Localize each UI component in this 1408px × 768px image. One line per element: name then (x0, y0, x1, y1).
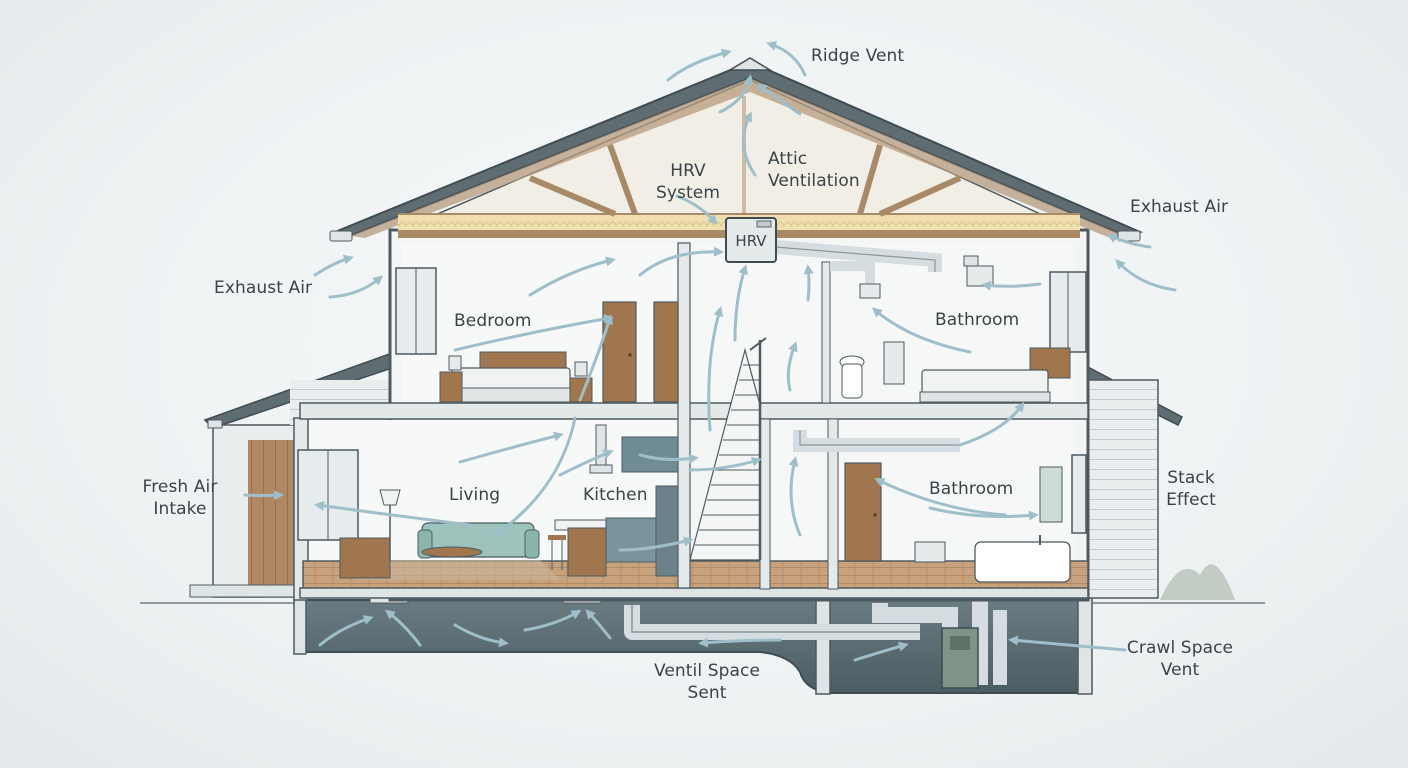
airflow-arrow (618, 536, 694, 552)
airflow-arrow (578, 314, 613, 402)
airflow-arrow (638, 246, 724, 277)
label-exhaust-air-left: Exhaust Air (214, 278, 313, 298)
upper-right-furniture (839, 341, 1071, 403)
label-bathroom-lower: Bathroom (929, 479, 1014, 499)
airflow-arrow (491, 416, 577, 538)
airflow-arrow (528, 256, 616, 297)
airflow-arrow (313, 254, 354, 277)
airflow-arrow (453, 314, 614, 352)
airflow-arrow (733, 264, 748, 342)
airflow-arrow (328, 275, 384, 299)
label-bathroom-upper: Bathroom (935, 310, 1020, 330)
doors (602, 301, 882, 562)
airflow-arrow (756, 83, 802, 116)
airflow-arrow (786, 341, 798, 392)
airflow-arrow (788, 456, 802, 537)
airflow-arrow (1106, 233, 1152, 249)
staircase (689, 337, 767, 561)
kitchen-furniture (548, 424, 679, 577)
label-ventil-space-sent-line-2: Sent (687, 683, 727, 703)
airflow-arrow (458, 431, 564, 464)
airflow-arrow (707, 306, 724, 432)
crawl-ductwork (624, 600, 1007, 689)
airflow-arrow (928, 506, 1039, 521)
airflow-arrow (453, 623, 509, 648)
hrv-unit-label: HRV (735, 232, 767, 250)
label-ventil-space-sent-line-1: Ventil Space (653, 661, 761, 681)
airflow-arrow (638, 453, 699, 464)
airflow-arrow (1115, 259, 1177, 292)
label-hrv-system-line-2: System (656, 183, 720, 203)
hrv-unit: HRV (725, 217, 777, 263)
airflow-arrow (766, 41, 807, 77)
label-stack-effect-line-2: Effect (1166, 490, 1216, 510)
label-stack-effect-line-1: Stack (1167, 468, 1215, 488)
label-attic-ventilation-line-2: Ventilation (768, 171, 860, 191)
airflow-arrow (718, 74, 754, 114)
label-fresh-air-intake-line-1: Fresh Air (142, 477, 218, 497)
airflow-arrow (243, 490, 284, 501)
airflow-arrow (558, 449, 614, 477)
airflow-arrow (742, 111, 757, 177)
label-crawl-space-vent-line-1: Crawl Space (1126, 638, 1234, 658)
label-bedroom: Bedroom (454, 311, 532, 331)
windows (297, 267, 1087, 541)
label-exhaust-air-right: Exhaust Air (1130, 197, 1229, 217)
label-attic-ventilation: Attic Ventilation (768, 148, 860, 192)
label-ventil-space-sent: Ventil Space Sent (648, 660, 766, 704)
bedroom-furniture (439, 351, 593, 403)
airflow-arrow (384, 609, 422, 647)
airflow-arrow (698, 637, 782, 648)
airflow-arrow (981, 280, 1042, 291)
label-crawl-space-vent-line-2: Vent (1160, 660, 1200, 680)
airflow-arrow (958, 401, 1025, 447)
airflow-arrow (874, 478, 1007, 517)
label-living: Living (449, 485, 501, 505)
label-fresh-air-intake-line-2: Intake (153, 499, 207, 519)
airflow-arrow (666, 48, 732, 82)
airflow-arrow (853, 641, 909, 662)
airflow-arrow (675, 194, 718, 225)
airflow-arrow (803, 264, 814, 302)
label-attic-ventilation-line-1: Attic (768, 149, 808, 169)
hrv-ductwork (774, 240, 994, 452)
airflow-arrow (1008, 635, 1127, 652)
label-crawl-space-vent: Crawl Space Vent (1124, 637, 1236, 681)
airflow-arrow (523, 610, 582, 632)
label-kitchen: Kitchen (583, 485, 648, 505)
lower-bath-furniture (914, 535, 1071, 583)
airflow-arrow (688, 456, 762, 472)
airflow-arrow (585, 609, 612, 640)
airflow-arrows (243, 41, 1177, 662)
label-stack-effect: Stack Effect (1160, 467, 1222, 511)
label-hrv-system: HRV System (650, 160, 726, 204)
airflow-arrow (871, 307, 972, 354)
airflow-arrow (314, 500, 472, 527)
airflow-arrow (318, 615, 374, 647)
label-fresh-air-intake: Fresh Air Intake (138, 476, 222, 520)
label-ridge-vent: Ridge Vent (811, 46, 905, 66)
label-hrv-system-line-1: HRV (670, 161, 706, 181)
